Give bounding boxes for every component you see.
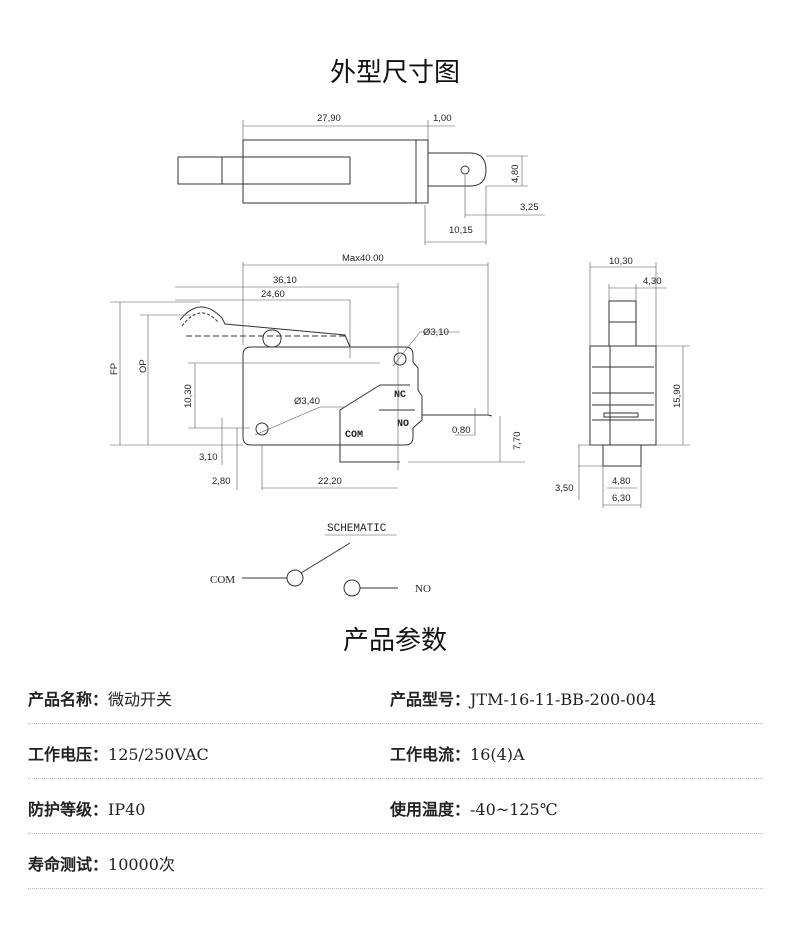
dim-label: 4,80 [612, 476, 631, 487]
nc-label: NC [394, 390, 406, 401]
dim-label: 10,30 [609, 256, 633, 267]
dimension-drawing: 27,90 1,00 3,25 10,15 4,80 NC NO COM Max… [109, 113, 690, 597]
fp-label: FP [109, 363, 120, 375]
dim-label: 7,70 [512, 432, 523, 451]
dim-label: Ø3,40 [294, 396, 320, 407]
spec-model: 产品型号：JTM-16-11-BB-200-004 [390, 690, 657, 709]
schematic-com: COM [210, 574, 235, 586]
spec-temperature: 使用温度：-40~125℃ [390, 800, 558, 819]
schematic: SCHEMATIC COM NO [210, 523, 431, 597]
dim-label: 4,30 [643, 276, 662, 287]
no-label: NO [397, 419, 409, 430]
spec-voltage: 工作电压：125/250VAC [28, 745, 209, 764]
spec-lifetime: 寿命测试：10000次 [28, 855, 175, 874]
dimensions-title: 外型尺寸图 [329, 58, 460, 88]
spec-protection: 防护等级：IP40 [28, 800, 146, 819]
com-label: COM [345, 430, 363, 441]
dim-label: 36,10 [273, 275, 297, 286]
dim-label: 3,10 [199, 452, 218, 463]
dim-label: 3,25 [520, 202, 539, 213]
dim-label: 0,80 [452, 425, 471, 436]
end-view: 10,30 4,30 3,50 4,80 6,30 15,90 [555, 256, 690, 508]
dim-label: 10,30 [183, 384, 194, 408]
schematic-no: NO [415, 583, 431, 595]
dim-label: Ø3,10 [423, 327, 449, 338]
dim-label: Max40.00 [342, 253, 384, 264]
side-view: NC NO COM Max40.00 36,10 24,60 Ø3,10 Ø3,… [109, 253, 525, 490]
top-view: 27,90 1,00 3,25 10,15 4,80 [177, 113, 545, 245]
parameters-title: 产品参数 [342, 626, 447, 656]
dim-label: 6,30 [612, 493, 631, 504]
schematic-title: SCHEMATIC [327, 523, 387, 535]
divider [28, 888, 763, 889]
spec-current: 工作电流：16(4)A [390, 745, 525, 764]
dim-label: 3,50 [555, 483, 574, 494]
dim-label: 2,80 [212, 476, 231, 487]
spec-product-name: 产品名称：微动开关 [28, 690, 173, 709]
dim-label: 4,80 [510, 165, 521, 184]
divider [28, 833, 763, 834]
divider [28, 723, 763, 724]
divider [28, 778, 763, 779]
op-label: OP [138, 359, 149, 373]
dim-label: 1,00 [433, 113, 452, 124]
dim-label: 22,20 [318, 476, 342, 487]
dim-label: 15,90 [672, 384, 683, 408]
dim-label: 10,15 [449, 225, 473, 236]
dim-label: 24,60 [261, 289, 285, 300]
dim-label: 27,90 [317, 113, 341, 124]
